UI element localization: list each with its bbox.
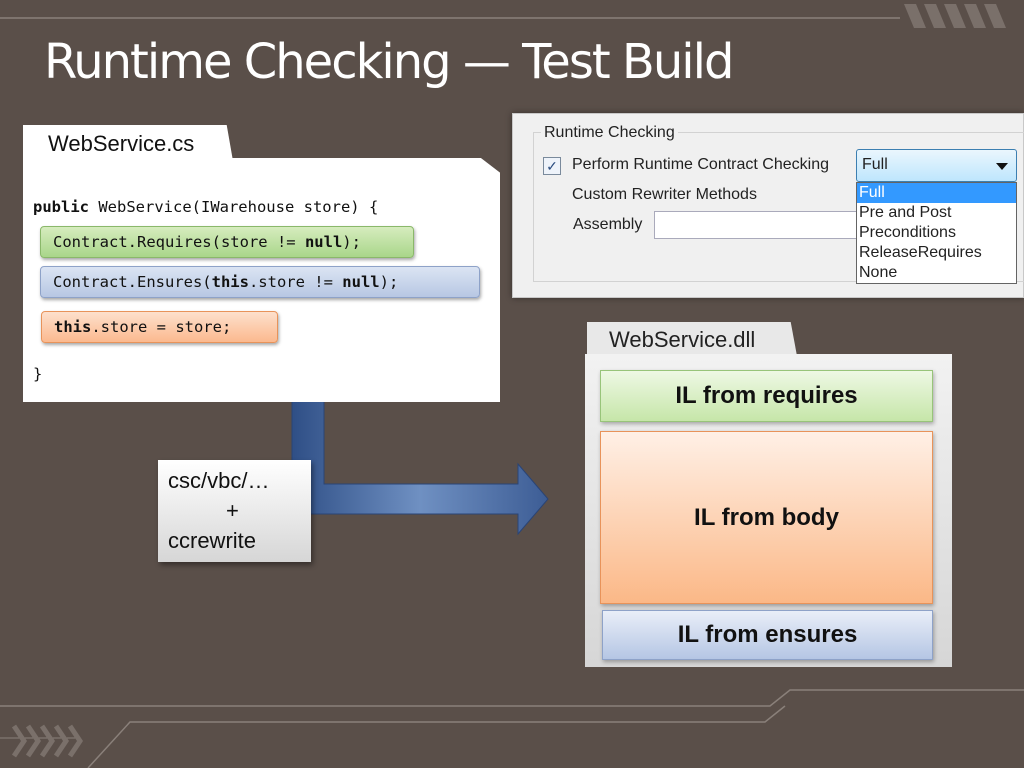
custom-rewriter-label: Custom Rewriter Methods bbox=[572, 186, 757, 203]
perform-checking-checkbox[interactable]: ✓ bbox=[543, 157, 561, 175]
keyword-this: this bbox=[211, 273, 249, 291]
body-assignment-line: this.store = store; bbox=[41, 311, 278, 343]
assembly-label: Assembly bbox=[573, 216, 643, 233]
body-text: .store = store; bbox=[91, 318, 232, 336]
il-ensures-block: IL from ensures bbox=[602, 610, 933, 660]
keyword-null: null bbox=[342, 273, 380, 291]
source-file-tab[interactable]: WebService.cs bbox=[23, 125, 233, 161]
runtime-checking-dialog: Runtime Checking ✓ Perform Runtime Contr… bbox=[512, 113, 1024, 298]
ensures-mid: .store != bbox=[248, 273, 343, 291]
output-dll-tab[interactable]: WebService.dll bbox=[587, 322, 797, 356]
group-title: Runtime Checking bbox=[541, 124, 678, 142]
selected-level: Full bbox=[862, 156, 888, 173]
checking-level-select[interactable]: Full bbox=[856, 149, 1017, 182]
compiler-line-3: ccrewrite bbox=[168, 528, 257, 553]
il-body-block: IL from body bbox=[600, 431, 933, 604]
checking-level-dropdown: Full Pre and Post Preconditions ReleaseR… bbox=[856, 182, 1017, 284]
assembly-input[interactable] bbox=[654, 211, 864, 239]
chevron-down-icon[interactable] bbox=[996, 163, 1008, 170]
option-preconditions[interactable]: Preconditions bbox=[859, 224, 956, 241]
runtime-checking-group bbox=[533, 132, 1024, 282]
il-requires-block: IL from requires bbox=[600, 370, 933, 422]
keyword-public: public bbox=[33, 198, 89, 216]
option-release-requires[interactable]: ReleaseRequires bbox=[859, 244, 982, 261]
signature-text: WebService(IWarehouse store) { bbox=[89, 198, 379, 216]
perform-checking-label: Perform Runtime Contract Checking bbox=[572, 156, 829, 173]
option-full[interactable]: Full bbox=[857, 183, 1016, 203]
requires-text: Contract.Requires(store != bbox=[53, 233, 305, 251]
keyword-null: null bbox=[304, 233, 343, 251]
requires-close: ); bbox=[342, 233, 361, 251]
requires-contract-line: Contract.Requires(store != null); bbox=[40, 226, 414, 258]
ensures-contract-line: Contract.Ensures(this.store != null); bbox=[40, 266, 480, 298]
compiler-box: csc/vbc/… + ccrewrite bbox=[158, 460, 311, 562]
compiler-line-1: csc/vbc/… bbox=[168, 468, 270, 493]
ensures-close: ); bbox=[379, 273, 399, 291]
constructor-signature: public WebService(IWarehouse store) { bbox=[33, 198, 378, 216]
option-pre-and-post[interactable]: Pre and Post bbox=[859, 204, 952, 221]
option-none[interactable]: None bbox=[859, 264, 898, 281]
ensures-text: Contract.Ensures( bbox=[53, 273, 212, 291]
keyword-this: this bbox=[54, 318, 92, 336]
compiler-plus: + bbox=[226, 498, 239, 523]
closing-brace: } bbox=[33, 365, 43, 383]
slide-title: Runtime Checking — Test Build bbox=[44, 34, 734, 90]
